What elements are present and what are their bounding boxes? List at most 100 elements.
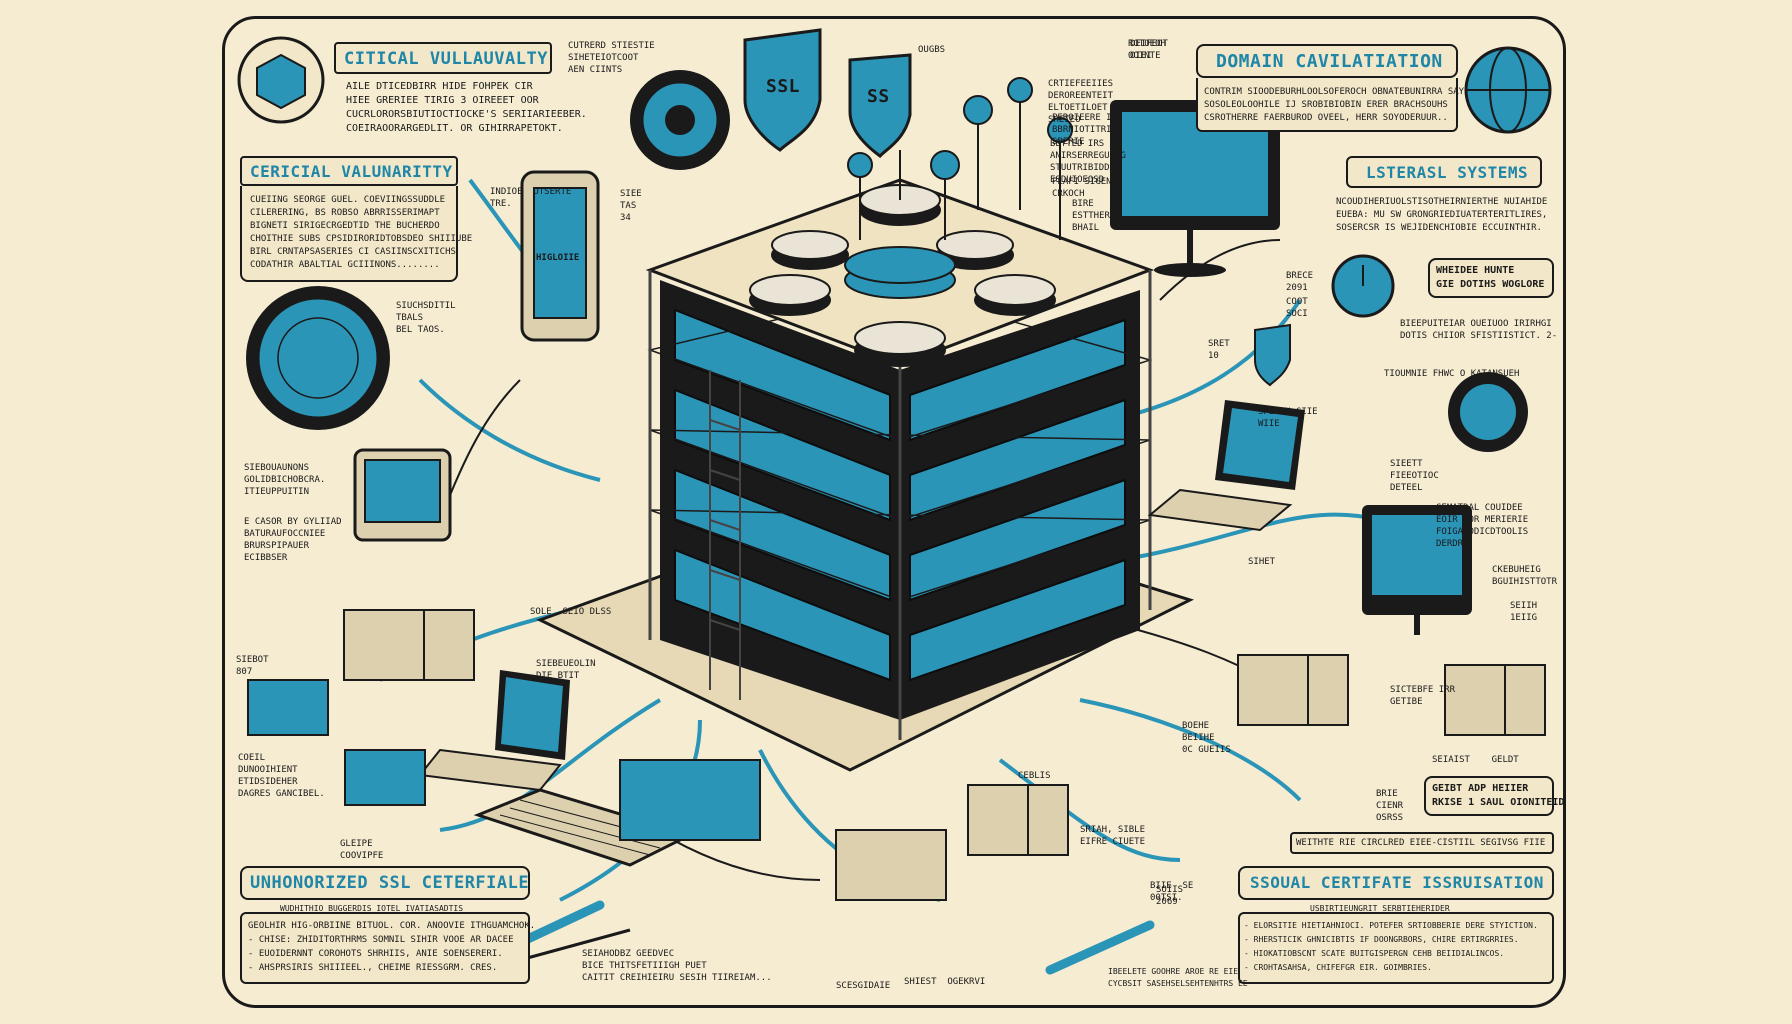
annotation-25: SEIIH 1EIIG	[1510, 601, 1538, 623]
body-critical-top-2: HIEE GRERIEE TIRIG 3 OIREEET OOR	[346, 95, 539, 106]
annotation-19: SEIAHODBZ GEEDVEC BICE THITSFETIIIGH PUE…	[582, 949, 772, 983]
heading-box-critical-left	[240, 156, 458, 186]
body-critical-left-1: CUEIING SEORGE GUEL. COEVIINGSSUDDLE	[250, 195, 446, 205]
callout-wide-text: WHEIDEE HUNTE GIE DOTIHS WOGLORE	[1436, 265, 1545, 290]
security-shield-icon	[1254, 323, 1291, 387]
annotation-21: BRIE CIENR OSRSS	[1376, 789, 1404, 823]
body-critical-top-3: CUCRLORORSBIUTIOCTIOCKE'S SERIIARIEEBER.	[346, 109, 587, 120]
annotation-22: BOEHE BEIIHE 0C GUEIIS	[1182, 721, 1231, 755]
server-cubes	[247, 609, 1546, 901]
heading-box-unhonorized	[240, 866, 530, 900]
cube-icon	[237, 36, 325, 124]
globe-dial-icon	[246, 286, 390, 430]
subtitle-ssoual: USBIRTIEUNGRIT SERBTIEHERIDER	[1310, 904, 1450, 913]
annotation-36: BIIE SE 00TSI.	[1150, 881, 1194, 903]
body-domain-3: CSROTHERRE FAERBUROD OVEEL, HERR SOYODER…	[1204, 113, 1448, 123]
annotation-11: SIUCHSDITIL TBALS BEL TAOS.	[396, 301, 456, 335]
outer-frame	[222, 16, 1566, 1008]
annotation-15: SIEBEUEOLIN DIE BTIT	[536, 659, 596, 681]
annotation-27: SICTEBFE IRR GETIBE	[1390, 685, 1456, 707]
ssl-shield-left-label: SSL	[766, 76, 801, 97]
heading-lsterasl: LSTERASL SYSTEMS	[1366, 163, 1529, 182]
body-critical-top-1: AILE DTICEDBIRR HIDE FOHPEK CIR	[346, 81, 533, 92]
heading-box-domain	[1196, 44, 1458, 78]
body-domain-1: CONTRIM SIOODEBURHLOOLSOFEROCH OBNATEBUN…	[1204, 87, 1470, 97]
annotation-7: PLAFI SIGEN CRKOCH	[1052, 177, 1112, 199]
annotation-23: GEMATDAL COUIDEE EOIR ROR MERIERIE FOIGA…	[1436, 503, 1529, 549]
body-ssoual-4: - CROHTASAHSA, CHIFEFGR EIR. GOIMBRIES.	[1244, 963, 1432, 972]
heading-unhonorized: UNHONORIZED SSL CETERFIALE	[250, 873, 530, 893]
annotation-4: CRTIEFEEIIES DEROREENTEIT ELTOETILOET SH…	[1048, 79, 1114, 125]
annotation-31: SRET 10	[1208, 339, 1230, 361]
body-unhonorized-1: GEOLHIR HIG-ORBIINE BITUOL. COR. ANOOVIE…	[248, 921, 536, 931]
body-critical-left-5: BIRL CRNTAPSASERIES CI CASIINSCXITICHS	[250, 247, 456, 257]
ssl-shield-right	[848, 53, 912, 159]
body-critical-left-2: CILERERING, BS ROBSO ABRRISSERIMAPT	[250, 208, 440, 218]
annotation-24: CKEBUHEIG BGUIHISTTOTR	[1492, 565, 1558, 587]
annotation-16: COEIL DUNOOIHIENT ETIDSIDEHER DAGRES GAN…	[238, 753, 325, 799]
annotation-13: E CASOR BY GYLIIAD BATURAUFOCCNIEE BRURS…	[244, 517, 342, 563]
heading-critical-top: CITICAL VULLAUVALTY	[344, 49, 548, 69]
annotation-29: BIEEPUITEIAR OUEIUOO IRIRHGI DOTIS CHIIO…	[1400, 319, 1558, 341]
panel-unhonorized	[240, 912, 530, 984]
annotation-42: SOIIS 2069	[1156, 885, 1184, 907]
tablet-device	[520, 170, 600, 342]
server-tower	[645, 77, 1155, 740]
callout-geibt-text: GEIBT ADP HEIIER RKISE 1 SAUL OIONITEID	[1432, 783, 1565, 808]
ssl-shield-left	[743, 28, 822, 152]
clock-icon	[1331, 254, 1395, 318]
body-ssoual-2: - RHERSTICIK GHNICIBTIS IF DOONGRBORS, C…	[1244, 935, 1519, 944]
body-critical-left-4: CHOITHIE SUBS CPSIDIRORIDTOBSDEO SHIIIUB…	[250, 234, 473, 244]
body-domain-2: SOSOLEOLOOHILE IJ SROBIBIOBIN ERER BRACH…	[1204, 100, 1448, 110]
gear-icon	[1448, 372, 1528, 452]
body-lsterasl-2: EUEBA: MU SW GRONGRIEDIUATERTERITLIRES,	[1336, 210, 1548, 220]
annotation-14: SOLE SEIO DLSS	[530, 607, 612, 617]
heading-critical-left: CERICIAL VALUNARITTY	[250, 162, 453, 181]
laptop-right	[1147, 400, 1305, 532]
annotation-8: BIRE ESTTHER BHAIL	[1072, 199, 1110, 233]
subtitle-unhonorized: WUDHITHIO BUGGERDIS IOTEL IVATIASADTIS	[280, 904, 464, 913]
annotation-17: GLEIPE COOVIPFE	[340, 839, 384, 861]
annotation-30: COOT SOCI	[1286, 297, 1308, 319]
body-critical-top-4: COEIRAOORARGEDLIT. OR GIHIRRAPETOKT.	[346, 123, 563, 134]
annotation-18: SIEBOT 807	[236, 655, 269, 677]
body-critical-left-3: BIGNETI SIRIGECRGEDTID THE BUCHERDO	[250, 221, 440, 231]
annotation-10: SIEE TAS 34	[620, 189, 642, 223]
ssl-shield-right-label: SS	[867, 86, 890, 107]
tablet-screen-label: HIGLOIIE	[536, 253, 580, 263]
body-unhonorized-2: - CHISE: ZHIDITORTHRMS SOMNIL SIHIR VOOE…	[248, 935, 514, 945]
heading-box-critical-top	[334, 42, 552, 74]
globe-icon	[1464, 46, 1552, 134]
annotation-37: IBEELETE GOOHRE AROE RE EIE CYCBSIT SASE…	[1108, 967, 1248, 988]
callout-box-wide	[1428, 258, 1554, 298]
annotation-40: SIHET	[1248, 557, 1276, 567]
panel-domain	[1196, 78, 1458, 132]
body-unhonorized-3: - EUOIDERNNT COROHOTS SHRHIIS, ANIE SOEN…	[248, 949, 503, 959]
annotation-9: INDIOE OTSERTE TRE.	[490, 187, 572, 209]
annotation-12: SIEBOUAUNONS GOLIDBICHOBCRA. ITIEUPPUITI…	[244, 463, 326, 497]
annotation-39: SHIEST OGEKRVI	[904, 977, 986, 987]
heading-ssoual: SSOUAL CERTIFATE ISSRUISATION	[1250, 873, 1544, 892]
vault-dial-icon	[630, 70, 730, 170]
annotation-34: CEBLIS	[1018, 771, 1051, 781]
callout-bottom-strip-text: WEITHTE RIE CIRCLRED EIEE-CISTIIL SEGIVS…	[1296, 838, 1546, 848]
body-ssoual-1: - ELORSITIE HIETIAHNIOCI. POTEFER SRTIOB…	[1244, 921, 1538, 930]
panel-critical-left	[240, 186, 458, 282]
heading-box-lsterasl	[1346, 156, 1542, 188]
heading-domain: DOMAIN CAVILATIATION	[1216, 51, 1443, 72]
heading-box-ssoual	[1238, 866, 1554, 900]
panel-ssoual	[1238, 912, 1554, 984]
annotation-38: SCESGIDAIE	[836, 981, 891, 991]
annotation-2: ROTOEOH OOINTE	[1128, 39, 1166, 61]
annotation-35: SIEETT FIEEOTIOC DETEEL	[1390, 459, 1439, 493]
annotation-3: OUGBS	[918, 45, 946, 55]
monitor-left	[353, 448, 452, 542]
annotation-41: BRECE 2091	[1286, 271, 1314, 293]
body-lsterasl-1: NCOUDIHERIUOLSTISOTHEIRNIERTHE NUIAHIDE	[1336, 197, 1548, 207]
annotation-26: SEIAIST GELDT	[1432, 755, 1519, 765]
body-ssoual-3: - HIOKATIOBSCNT SCATE BUITGISPERGN CEHB …	[1244, 949, 1505, 958]
annotation-1: CUTRERD STIESTIE SIHETEIOTCOOT AEN CIINT…	[568, 41, 655, 75]
callout-box-geibt	[1424, 776, 1554, 816]
laptop-left	[418, 670, 570, 792]
